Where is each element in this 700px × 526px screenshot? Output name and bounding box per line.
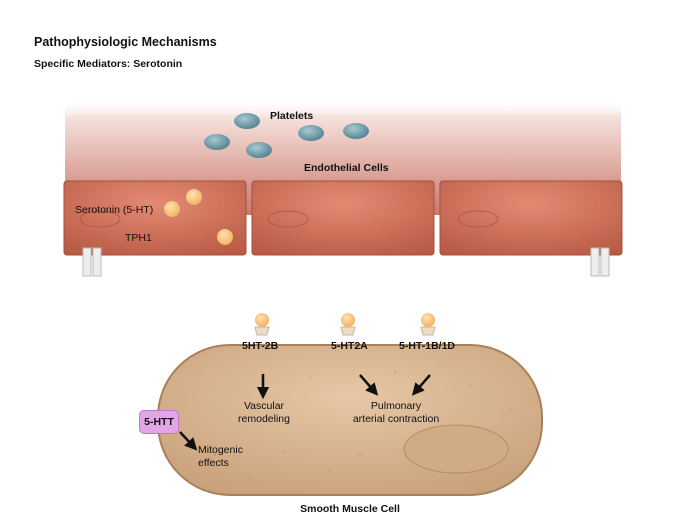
receptor-5ht1b1d (420, 313, 436, 336)
endothelial-cell (251, 180, 435, 256)
platelets-label: Platelets (270, 110, 314, 122)
cell-nucleus (79, 210, 121, 228)
smooth-muscle-cell (157, 344, 543, 496)
page-title: Pathophysiologic Mechanisms (34, 35, 217, 49)
cytoplasm-speckles (199, 364, 511, 479)
receptor-5ht2a-label: 5-HT2A (331, 340, 368, 352)
receptor-5ht2b-label: 5HT-2B (242, 340, 279, 352)
receptor-5ht2a (340, 313, 356, 336)
platelets-group (204, 113, 369, 158)
vascular-remodeling-label: Vascular remodeling (238, 400, 290, 425)
platelet (298, 125, 324, 141)
endothelial-cell (439, 180, 623, 256)
serotonin-molecule (217, 229, 233, 245)
platelet (204, 134, 230, 150)
tph1-label: TPH1 (125, 232, 152, 244)
5htt-transporter: 5-HTT (139, 410, 179, 434)
cell-nucleus (457, 210, 499, 228)
smooth-muscle-nucleus (403, 424, 509, 474)
receptor-5ht2b (254, 313, 270, 336)
serotonin-molecule (164, 201, 180, 217)
endothelial-cells-label: Endothelial Cells (304, 162, 389, 174)
page-subtitle: Specific Mediators: Serotonin (34, 58, 183, 70)
platelet (343, 123, 369, 139)
serotonin-label: Serotonin (5-HT) (75, 204, 154, 216)
platelet (246, 142, 272, 158)
serotonin-molecule (186, 189, 202, 205)
mitogenic-effects-label: Mitogenic effects (198, 444, 243, 469)
endothelial-cell (63, 180, 247, 256)
arrow-5ht1b1d (411, 374, 431, 396)
endothelial-channel-left (82, 247, 102, 277)
smooth-muscle-cell-label: Smooth Muscle Cell (300, 503, 400, 515)
arrow-5ht2a (359, 374, 379, 396)
endothelial-channel-right (590, 247, 610, 277)
platelet (234, 113, 260, 129)
receptor-5ht1b1d-label: 5-HT-1B/1D (399, 340, 456, 352)
pulmonary-contraction-label: Pulmonary arterial contraction (352, 400, 440, 425)
cell-nucleus (267, 210, 309, 228)
arrow-mitogenic (179, 431, 198, 451)
